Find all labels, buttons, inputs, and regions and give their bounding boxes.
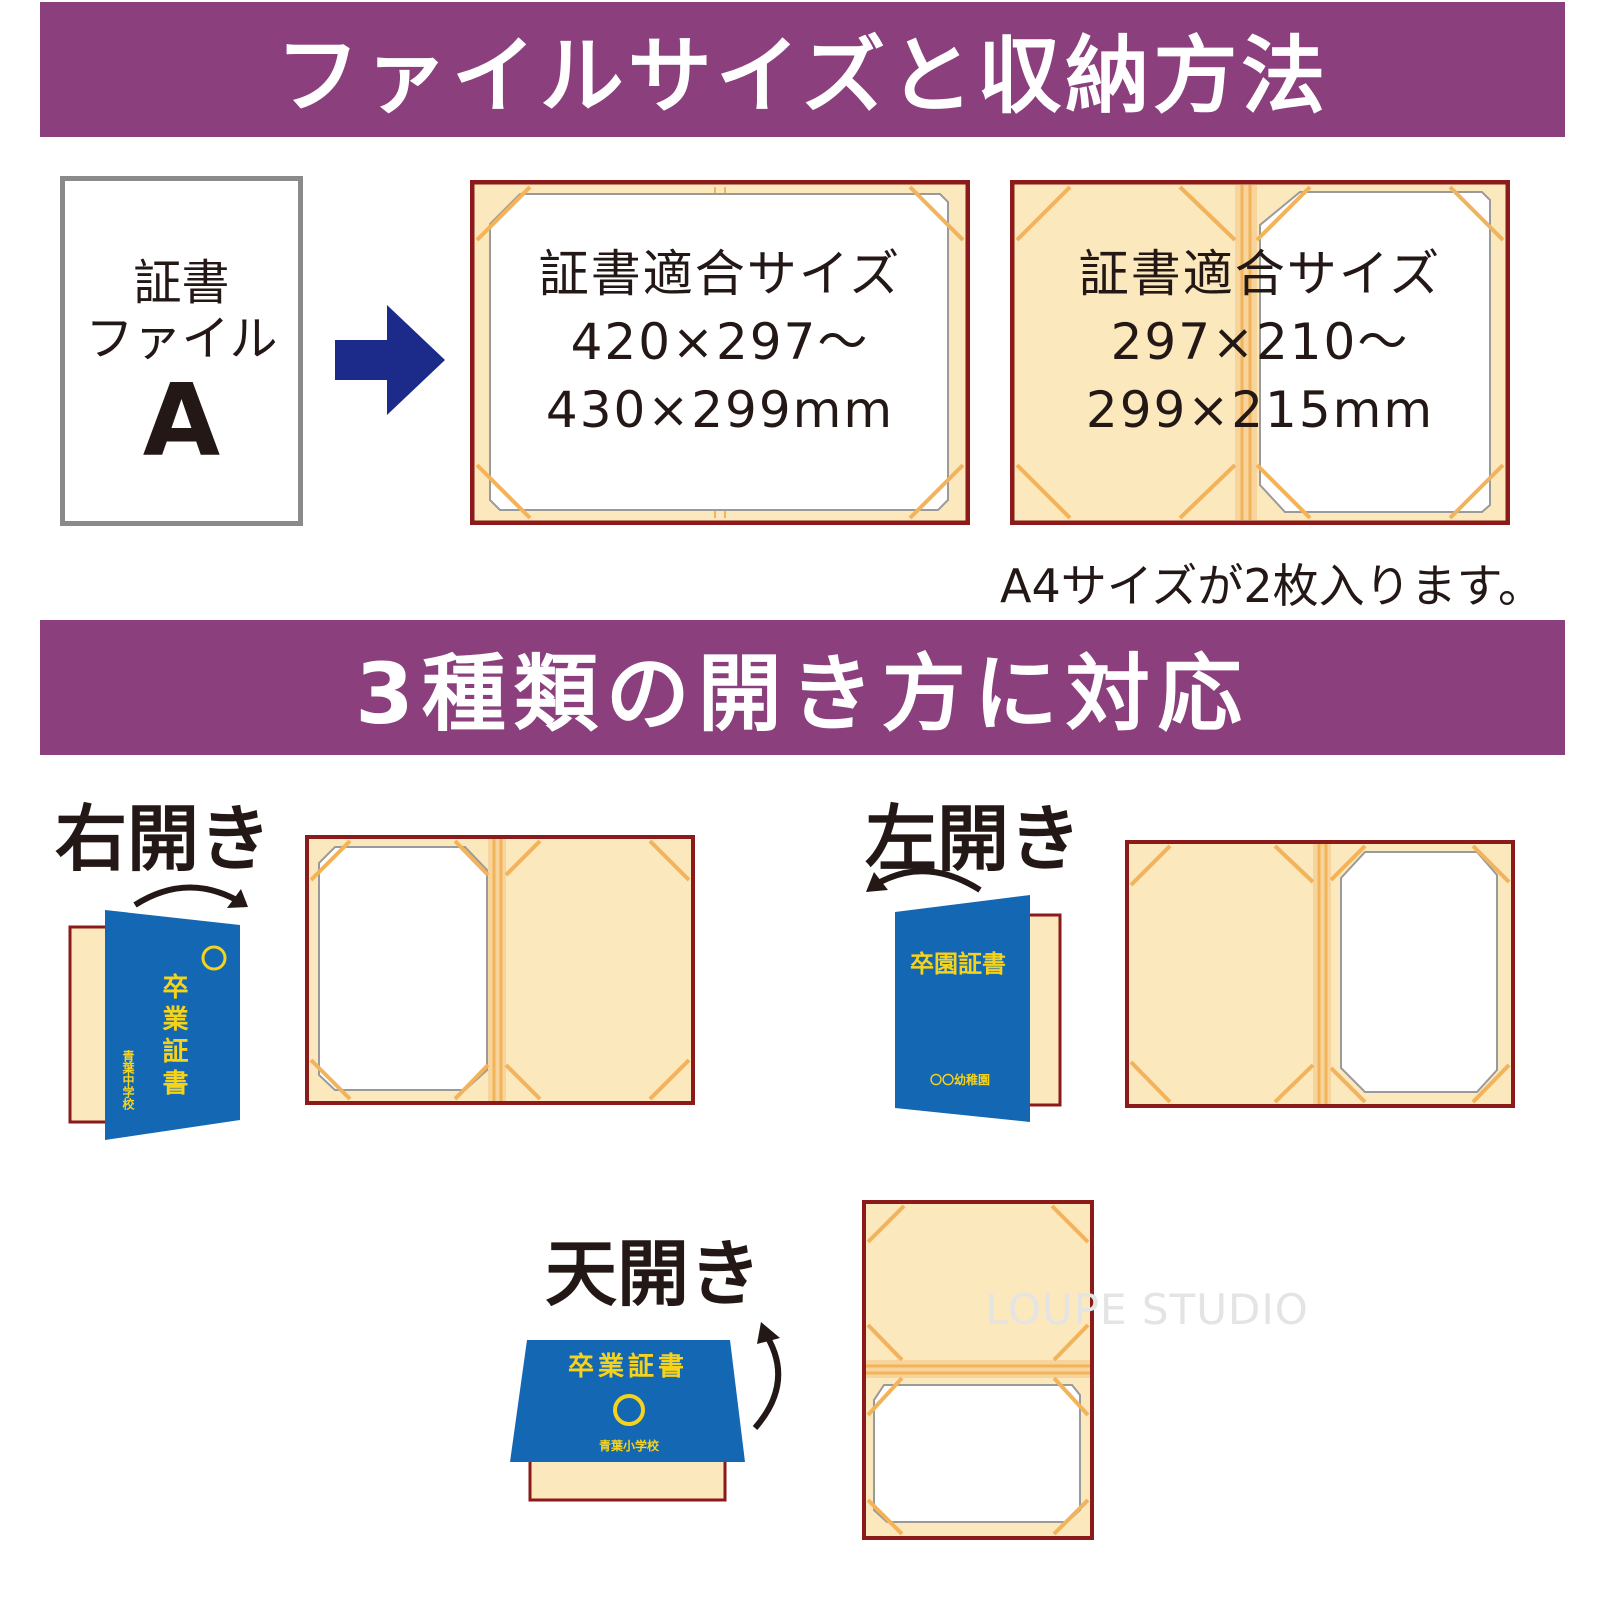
fit-size-a-range1: 420×297～ bbox=[570, 313, 870, 371]
section-banner-size: ファイルサイズと収納方法 bbox=[40, 2, 1565, 137]
fit-size-a-range2: 430×299mm bbox=[545, 381, 895, 439]
right-open-cover-illustration: 卒業証書 青葉中学校 bbox=[68, 884, 248, 1140]
right-open-frame-diagram bbox=[305, 835, 695, 1105]
watermark-logo: LOUPE STUDIO bbox=[985, 1285, 1309, 1334]
left-open-heading: 左開き bbox=[865, 797, 1082, 881]
file-label-line2: ファイル bbox=[85, 311, 278, 367]
section-title: 3種類の開き方に対応 bbox=[355, 645, 1250, 743]
file-label-line1: 証書 bbox=[133, 255, 230, 311]
fit-size-b-label: 証書適合サイズ bbox=[1078, 245, 1442, 303]
file-label-type: A bbox=[142, 362, 221, 479]
certificate-file-box: 証書 ファイル A bbox=[60, 176, 303, 526]
cover-school: 〇〇幼稚園 bbox=[930, 1072, 990, 1087]
section-banner-opening: 3種類の開き方に対応 bbox=[40, 620, 1565, 755]
cover-title: 卒業証書 bbox=[158, 972, 188, 1101]
fit-size-a-text: 証書適合サイズ 420×297～ 430×299mm bbox=[470, 240, 970, 444]
left-open-frame-diagram bbox=[1125, 840, 1515, 1108]
right-arrow-icon bbox=[335, 305, 445, 415]
top-open-heading: 天開き bbox=[545, 1232, 762, 1316]
section-title: ファイルサイズと収納方法 bbox=[275, 27, 1330, 125]
fit-size-b-range1: 297×210～ bbox=[1110, 313, 1410, 371]
cover-school: 青葉中学校 bbox=[121, 1049, 135, 1111]
top-open-cover-illustration: 卒業証書 青葉小学校 bbox=[510, 1322, 782, 1502]
capacity-note: A4サイズが2枚入ります。 bbox=[1000, 559, 1545, 613]
fit-size-b-range2: 299×215mm bbox=[1085, 381, 1435, 439]
top-open-frame-diagram bbox=[862, 1200, 1094, 1540]
right-open-heading: 右開き bbox=[55, 797, 272, 881]
fit-size-b-text: 証書適合サイズ 297×210～ 299×215mm bbox=[1010, 240, 1510, 444]
fit-size-a-label: 証書適合サイズ bbox=[538, 245, 902, 303]
cover-school: 青葉小学校 bbox=[599, 1438, 660, 1453]
cover-title: 卒業証書 bbox=[568, 1351, 688, 1382]
landscape-frame-diagram bbox=[470, 180, 970, 525]
double-a4-frame-diagram bbox=[1010, 180, 1510, 525]
left-open-cover-illustration: 卒園証書 〇〇幼稚園 bbox=[866, 868, 1062, 1122]
cover-title: 卒園証書 bbox=[910, 950, 1006, 978]
